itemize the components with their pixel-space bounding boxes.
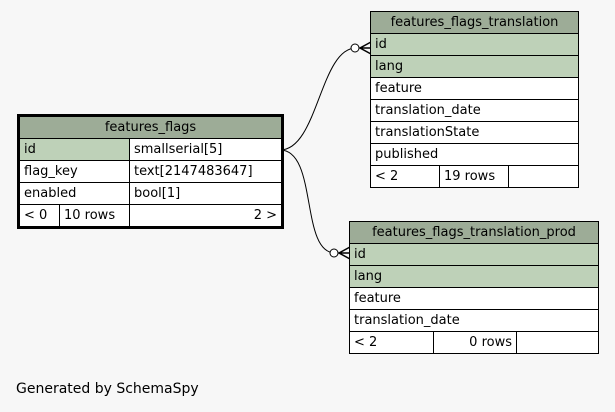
column-row: id: [349, 243, 599, 266]
parents-count: < 0: [18, 204, 60, 228]
parents-count: < 2: [349, 331, 434, 354]
column-name: lang: [369, 55, 580, 78]
table-footer: < 2 0 rows: [349, 331, 599, 354]
column-type: text[2147483647]: [128, 160, 284, 183]
link-translation-prod-optional-marker: [329, 248, 339, 258]
row-count: 19 rows: [439, 165, 509, 188]
column-name: enabled: [18, 182, 130, 205]
column-row: feature: [349, 287, 599, 310]
parents-count: < 2: [370, 165, 440, 188]
column-row: lang: [349, 265, 599, 288]
column-row: flag_key text[2147483647]: [18, 160, 284, 183]
table-header: features_flags: [17, 115, 284, 139]
column-name: id: [18, 138, 130, 161]
column-row: feature: [369, 77, 580, 100]
column-name: translation_date: [349, 309, 599, 332]
link-translation: [279, 47, 357, 151]
table-header: features_flags_translation_prod: [349, 221, 599, 244]
table-features-flags[interactable]: features_flags id smallserial[5] flag_ke…: [17, 114, 285, 229]
column-type: bool[1]: [128, 182, 284, 205]
link-translation-optional-marker: [350, 43, 360, 53]
column-row: published: [369, 143, 580, 166]
table-header: features_flags_translation: [369, 11, 580, 34]
column-name: id: [369, 33, 580, 56]
table-footer: < 2 19 rows: [370, 165, 580, 188]
column-row: enabled bool[1]: [18, 182, 284, 205]
column-row: lang: [369, 55, 580, 78]
table-title: features_flags: [17, 115, 284, 139]
children-count: 2 >: [128, 204, 284, 228]
column-name: feature: [349, 287, 599, 310]
table-title: features_flags_translation: [369, 11, 580, 34]
generated-by-label: Generated by SchemaSpy: [16, 381, 199, 397]
row-count: 10 rows: [59, 204, 130, 228]
column-name: translation_date: [369, 99, 580, 122]
column-type: smallserial[5]: [128, 138, 284, 161]
column-row: translation_date: [369, 99, 580, 122]
table-title: features_flags_translation_prod: [349, 221, 599, 244]
column-row: translation_date: [349, 309, 599, 332]
column-name: translationState: [369, 121, 580, 144]
column-name: id: [349, 243, 599, 266]
children-count: [516, 331, 599, 354]
row-count: 0 rows: [433, 331, 517, 354]
table-features-flags-translation-prod[interactable]: features_flags_translation_prod id lang …: [349, 221, 599, 354]
column-row: id smallserial[5]: [18, 138, 284, 161]
column-name: flag_key: [18, 160, 130, 183]
column-name: feature: [369, 77, 580, 100]
link-translation-crowsfoot: [358, 41, 372, 55]
column-row: id: [369, 33, 580, 56]
column-row: translationState: [369, 121, 580, 144]
children-count: [507, 165, 580, 188]
link-translation-prod: [279, 149, 336, 254]
table-features-flags-translation[interactable]: features_flags_translation id lang featu…: [369, 11, 580, 188]
table-footer: < 0 10 rows 2 >: [18, 204, 284, 228]
column-name: published: [369, 143, 580, 166]
column-name: lang: [349, 265, 599, 288]
link-translation-prod-crowsfoot: [337, 246, 351, 260]
